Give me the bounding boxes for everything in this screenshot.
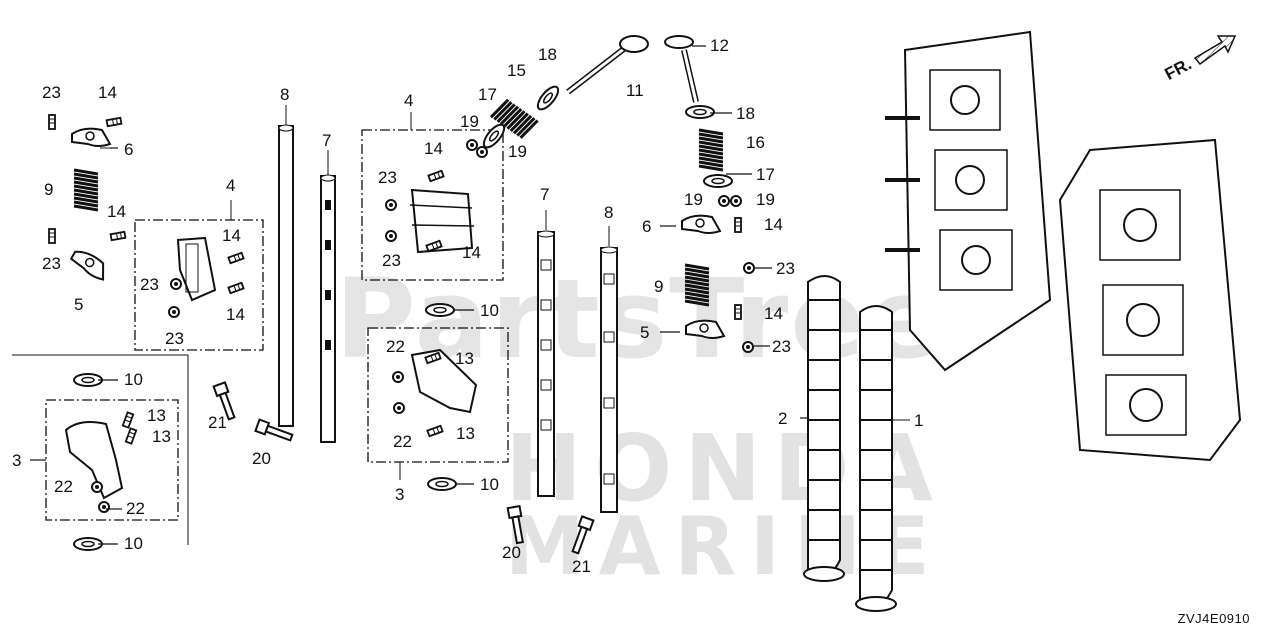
callout-14: 14 bbox=[107, 202, 126, 221]
callout-5: 5 bbox=[640, 323, 650, 342]
callout-13: 13 bbox=[152, 427, 171, 446]
rocker-holder-center bbox=[385, 169, 475, 254]
front-direction-arrow-icon bbox=[1193, 35, 1237, 66]
callout-22: 22 bbox=[54, 477, 73, 496]
valve-spring-16 bbox=[697, 128, 725, 172]
cylinder-head-rear bbox=[1058, 138, 1242, 462]
callout-19: 19 bbox=[756, 190, 775, 209]
callout-13: 13 bbox=[147, 406, 166, 425]
callout-19: 19 bbox=[460, 112, 479, 131]
callout-17: 17 bbox=[478, 85, 497, 104]
callout-1: 1 bbox=[914, 411, 924, 430]
group-box-4-left bbox=[134, 219, 264, 351]
callout-2: 2 bbox=[778, 409, 788, 428]
callout-19: 19 bbox=[508, 142, 527, 161]
callout-10: 10 bbox=[124, 534, 143, 553]
callout-10: 10 bbox=[124, 370, 143, 389]
callout-17: 17 bbox=[756, 165, 775, 184]
callout-21: 21 bbox=[572, 557, 591, 576]
callout-10: 10 bbox=[480, 475, 499, 494]
callout-7: 7 bbox=[322, 131, 332, 150]
rocker-shaft-8-left bbox=[278, 105, 294, 427]
callout-19: 19 bbox=[684, 190, 703, 209]
callout-6: 6 bbox=[642, 217, 652, 236]
callout-9: 9 bbox=[654, 277, 664, 296]
callout-8: 8 bbox=[604, 203, 614, 222]
callout-23: 23 bbox=[382, 251, 401, 270]
callout-14: 14 bbox=[424, 139, 443, 158]
callout-11: 11 bbox=[626, 81, 644, 100]
rocker-holder-left bbox=[168, 236, 245, 318]
callout-22: 22 bbox=[386, 337, 405, 356]
callout-23: 23 bbox=[42, 254, 61, 273]
group-box-3-center bbox=[367, 327, 509, 463]
callout-9: 9 bbox=[44, 180, 54, 199]
callout-23: 23 bbox=[42, 83, 61, 102]
valve-intake-12 bbox=[664, 35, 699, 103]
callout-3: 3 bbox=[12, 451, 22, 470]
rocker-shaft-8-center bbox=[600, 226, 618, 513]
camshaft-2 bbox=[800, 275, 845, 582]
callout-8: 8 bbox=[280, 85, 290, 104]
callout-14: 14 bbox=[764, 304, 783, 323]
callout-21: 21 bbox=[208, 413, 227, 432]
callout-20: 20 bbox=[502, 543, 521, 562]
callout-5: 5 bbox=[74, 295, 84, 314]
callout-16: 16 bbox=[746, 133, 765, 152]
callout-13: 13 bbox=[455, 349, 474, 368]
rocker-holder-3-center bbox=[392, 348, 478, 438]
callout-23: 23 bbox=[140, 275, 159, 294]
cylinder-head-front bbox=[885, 30, 1052, 372]
callout-14: 14 bbox=[226, 305, 245, 324]
callout-3: 3 bbox=[395, 485, 405, 504]
callout-4: 4 bbox=[226, 176, 236, 195]
callout-18: 18 bbox=[538, 45, 557, 64]
callout-18: 18 bbox=[736, 104, 755, 123]
callout-22: 22 bbox=[126, 499, 145, 518]
callout-10: 10 bbox=[480, 301, 499, 320]
callout-15: 15 bbox=[507, 61, 526, 80]
callout-6: 6 bbox=[124, 140, 134, 159]
callout-23: 23 bbox=[378, 168, 397, 187]
callout-12: 12 bbox=[710, 36, 729, 55]
callout-20: 20 bbox=[252, 449, 271, 468]
callout-23: 23 bbox=[776, 259, 795, 278]
rocker-holder-3-left bbox=[64, 411, 138, 513]
callout-13: 13 bbox=[456, 424, 475, 443]
callout-7: 7 bbox=[540, 185, 550, 204]
valve-exhaust-11 bbox=[566, 35, 649, 95]
group-box-4-center bbox=[361, 129, 504, 281]
callout-23: 23 bbox=[165, 329, 184, 348]
callout-14: 14 bbox=[764, 215, 783, 234]
callout-14: 14 bbox=[222, 226, 241, 245]
callout-23: 23 bbox=[772, 337, 791, 356]
diagram-code: ZVJ4E0910 bbox=[1177, 611, 1250, 626]
group-box-3-left bbox=[45, 399, 179, 521]
camshaft-1 bbox=[855, 305, 910, 612]
callout-14: 14 bbox=[98, 83, 117, 102]
callout-14: 14 bbox=[462, 243, 481, 262]
rocker-shaft-7-center bbox=[537, 210, 555, 497]
rocker-shaft-7-left bbox=[320, 150, 336, 443]
callout-4: 4 bbox=[404, 91, 414, 110]
callout-22: 22 bbox=[393, 432, 412, 451]
